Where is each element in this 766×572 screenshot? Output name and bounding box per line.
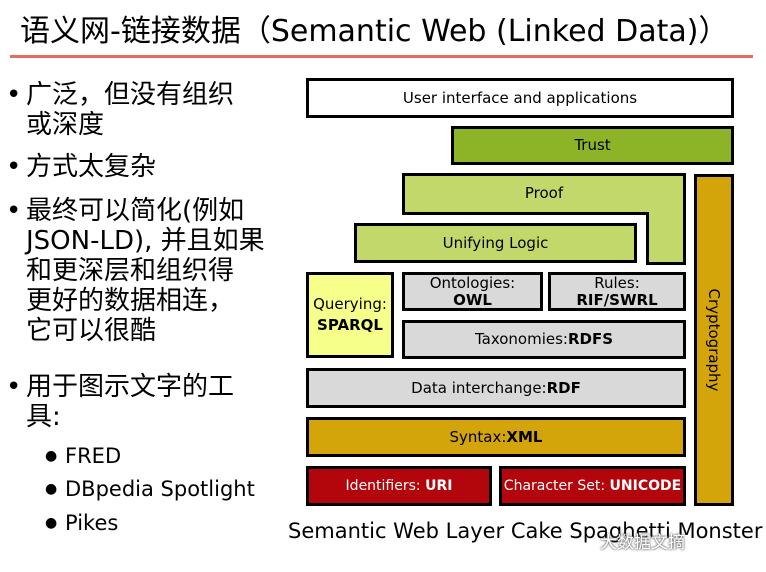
sub-bullet-dot: ●	[45, 515, 58, 531]
layer-label: Proof	[524, 184, 564, 202]
bullet-text: 最终可以简化(例如 JSON-LD), 并且如果 和更深层和组织得 更好的数据相…	[26, 196, 265, 346]
layer-proof-shape	[402, 173, 686, 265]
sub-bullet-dot: ●	[45, 448, 58, 464]
bullet-dot: •	[6, 372, 22, 402]
layer-label: Syntax:	[449, 427, 507, 446]
layer-syntax: Syntax: XML	[306, 417, 686, 457]
layer-data-interchange: Data interchange: RDF	[306, 368, 686, 408]
layer-value: URI	[425, 477, 453, 494]
layer-character-set: Character Set: UNICODE	[499, 466, 686, 506]
watermark: 大数据文摘	[600, 533, 685, 553]
layer-label: Ontologies:	[429, 273, 516, 292]
bullet-dot: •	[6, 196, 22, 226]
cryptography-label: Cryptography	[705, 288, 723, 392]
layer-taxonomies: Taxonomies: RDFS	[402, 320, 686, 359]
layer-value: OWL	[453, 290, 492, 309]
title-divider	[10, 55, 753, 58]
layer-rules: Rules: RIF/SWRL	[548, 272, 686, 311]
layer-value: RDF	[546, 378, 581, 397]
layer-value: SPARQL	[317, 316, 383, 334]
layer-value: RDFS	[567, 330, 614, 348]
layer-value: UNICODE	[609, 477, 682, 494]
slide-title: 语义网-链接数据（Semantic Web (Linked Data)）	[20, 14, 729, 49]
layer-trust: Trust	[451, 126, 734, 165]
bullet-text: 广泛，但没有组织 或深度	[26, 80, 235, 140]
layer-querying: Querying: SPARQL	[306, 272, 394, 358]
bullet-dot: •	[6, 80, 22, 110]
layer-unifying-logic: Unifying Logic	[354, 223, 637, 263]
diagram-caption: Semantic Web Layer Cake Spaghetti Monste…	[288, 519, 763, 543]
layer-ontologies: Ontologies: OWL	[402, 272, 543, 311]
layer-ui-applications: User interface and applications	[306, 78, 734, 118]
sub-bullet-dot: ●	[45, 481, 58, 497]
tool-label: DBpedia Spotlight	[65, 477, 255, 501]
layer-label: Unifying Logic	[442, 233, 549, 252]
layer-label: Querying:	[313, 295, 387, 313]
bullet-dot: •	[6, 152, 22, 182]
bullet-text: 用于图示文字的工 具:	[26, 372, 235, 432]
layer-value: RIF/SWRL	[576, 290, 658, 309]
layer-cryptography	[694, 174, 734, 506]
layer-label: Identifiers:	[345, 477, 426, 494]
layer-value: XML	[506, 427, 543, 446]
tool-label: FRED	[65, 444, 122, 468]
layer-identifiers: Identifiers: URI	[306, 466, 492, 506]
layer-label: Data interchange:	[411, 378, 547, 397]
bullet-text: 方式太复杂	[26, 152, 157, 182]
layer-proof: Proof	[402, 174, 686, 212]
layer-label: Taxonomies:	[474, 330, 568, 348]
tool-label: Pikes	[65, 511, 119, 535]
layer-label: Trust	[574, 136, 611, 154]
layer-label: Character Set:	[503, 477, 610, 494]
layer-label: User interface and applications	[402, 88, 638, 107]
layer-label: Rules:	[594, 273, 640, 292]
